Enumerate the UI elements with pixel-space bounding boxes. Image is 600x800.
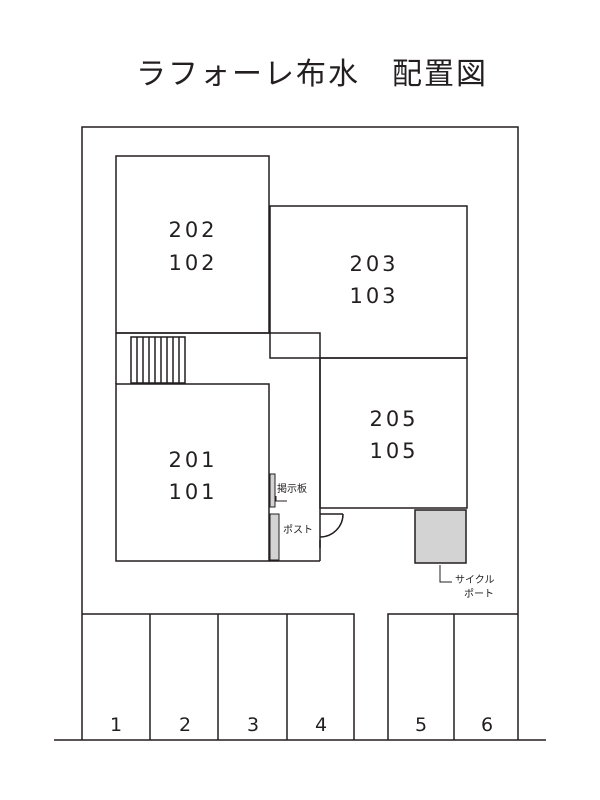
- parking-slot-1: 1: [110, 714, 122, 736]
- unit-label-102: 102: [168, 251, 217, 275]
- notice-board-label: 掲示板: [277, 482, 307, 495]
- cycle-port-label-line1: サイクル: [455, 574, 495, 586]
- notice-board: [269, 473, 276, 508]
- unit-block-201-101: [115, 383, 270, 562]
- parking-slot-6: 6: [481, 714, 493, 736]
- parking-area-right: [387, 613, 518, 740]
- plan-title: ラフォーレ布水 配置図: [136, 57, 488, 92]
- unit-label-101: 101: [168, 480, 217, 504]
- unit-block-203-103: [269, 205, 468, 359]
- cycle-port-label-line2: ポート: [464, 588, 494, 600]
- unit-label-203: 203: [349, 252, 398, 276]
- parking-slot-4: 4: [315, 714, 327, 736]
- parking-slot-3: 3: [247, 714, 259, 736]
- parking-slot-5: 5: [415, 714, 427, 736]
- unit-label-105: 105: [369, 439, 418, 463]
- unit-label-205: 205: [369, 407, 418, 431]
- parking-slot-2: 2: [179, 714, 191, 736]
- unit-label-201: 201: [168, 448, 217, 472]
- staircase: [130, 336, 186, 384]
- cycle-port: [414, 509, 467, 564]
- mailbox: [269, 513, 280, 561]
- parking-area-left: [82, 613, 355, 740]
- mailbox-label: ポスト: [283, 524, 313, 536]
- corridor-outline: [116, 332, 321, 561]
- unit-label-202: 202: [168, 218, 217, 242]
- site-boundary: [81, 126, 519, 740]
- unit-block-202-102: [115, 155, 270, 334]
- gate-door-swing: [319, 513, 344, 548]
- notice-board-leader: [275, 496, 287, 502]
- unit-block-205-105: [319, 357, 468, 509]
- cycle-port-leader: [439, 565, 452, 583]
- unit-label-103: 103: [349, 284, 398, 308]
